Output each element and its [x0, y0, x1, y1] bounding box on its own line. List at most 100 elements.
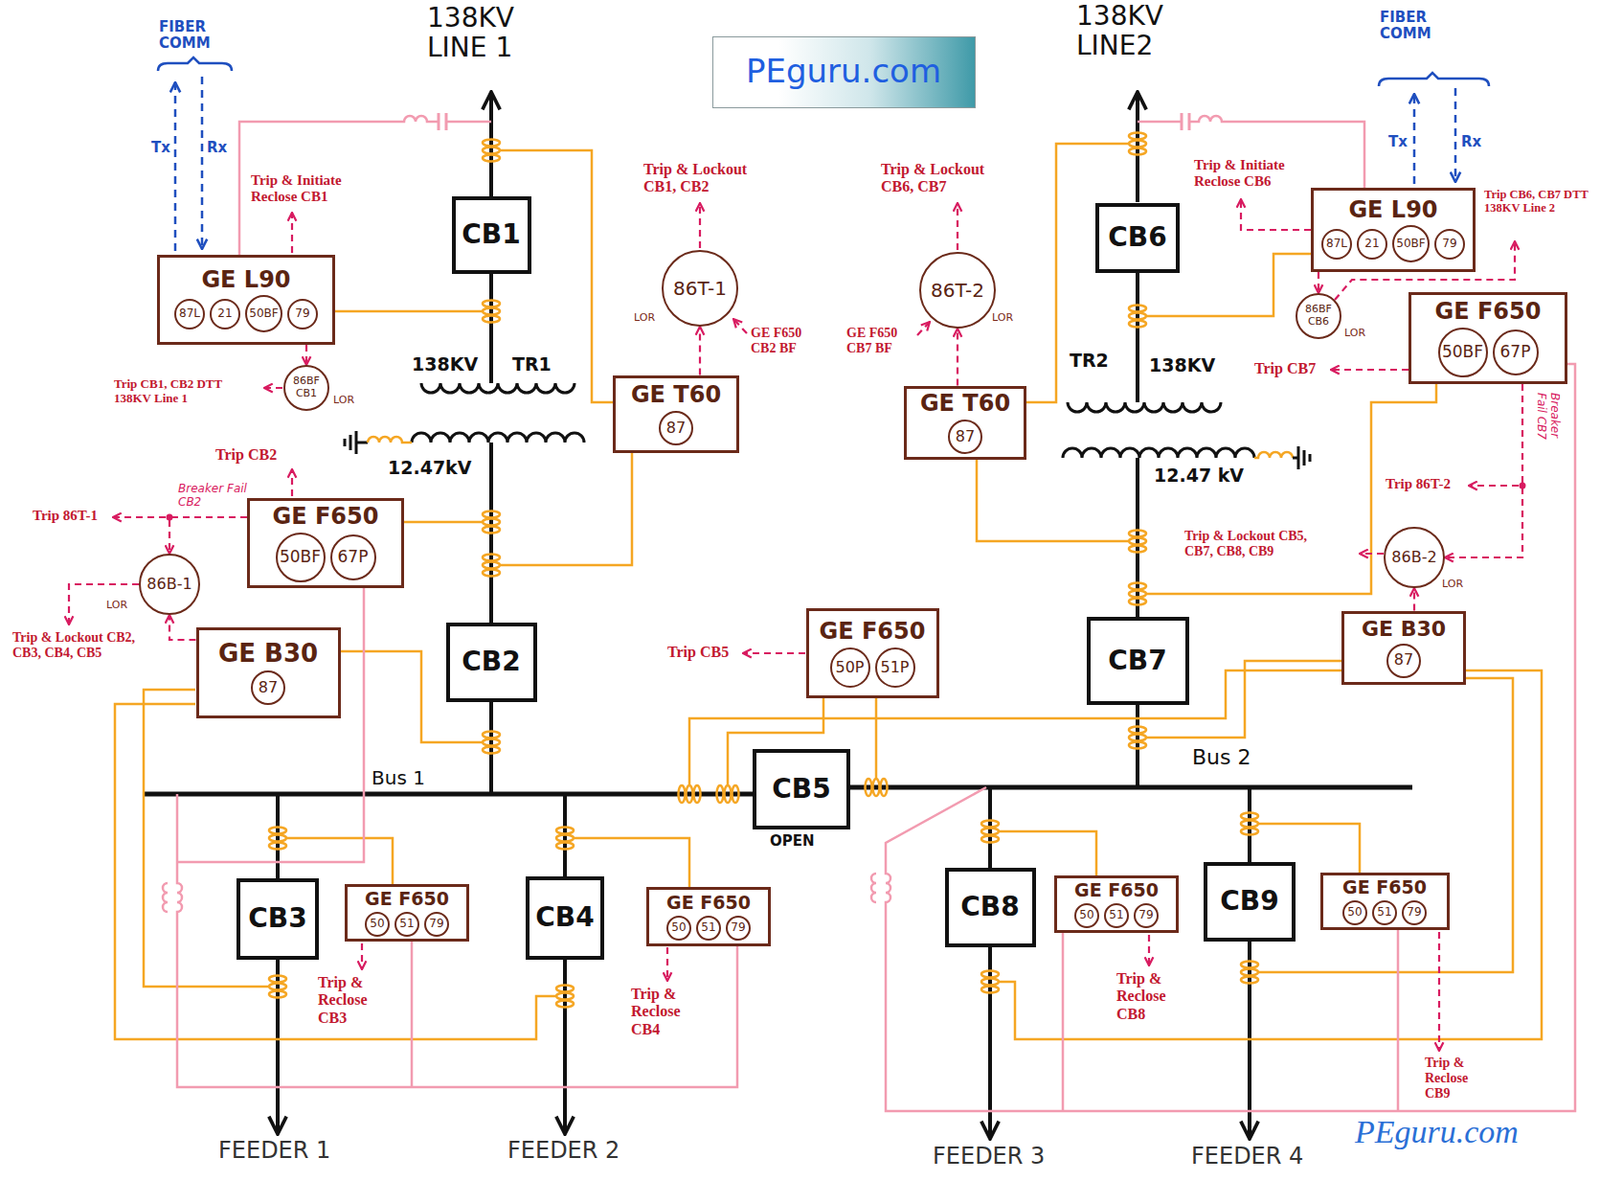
node-text: 50BF — [279, 547, 321, 567]
node-text: 51 — [399, 917, 414, 931]
current-transformer — [482, 300, 500, 323]
current-transformer — [1128, 305, 1147, 328]
fiber-tx — [174, 82, 178, 251]
trip-arrow — [360, 943, 363, 970]
current-transformer — [981, 820, 999, 843]
lor-note: LOR — [333, 394, 355, 407]
relay-function-circle: 50BF — [1392, 225, 1430, 263]
relay-function-circle: 87L — [1321, 228, 1353, 260]
relay-function-row: 50BF67P — [1438, 327, 1539, 378]
grounding-reactor — [1254, 451, 1293, 458]
brand-box: PEguru.com — [712, 36, 976, 109]
node-text: 79 — [1406, 905, 1421, 920]
trip-arrow — [917, 321, 930, 336]
trip-note: Trip & Reclose CB8 — [1116, 969, 1194, 1023]
node-text: CB8 — [960, 891, 1019, 923]
trip-signal-connector — [169, 517, 248, 554]
conductor — [1247, 787, 1252, 862]
node-text: GE F650 — [364, 888, 450, 910]
voltage-wiring — [885, 363, 1576, 1111]
relay-function-row: 505179 — [1342, 900, 1427, 925]
node-text: 79 — [730, 921, 745, 935]
trip-arrow — [68, 584, 139, 625]
relay-function-circle: 87 — [250, 670, 286, 705]
transformer-name: TR1 — [512, 354, 552, 376]
lockout-relay-circle: 86B-2 — [1383, 526, 1445, 588]
current-transformer — [1240, 812, 1259, 835]
node-text: CB4 — [535, 901, 594, 933]
node-text: CB7 — [1107, 645, 1167, 677]
brace — [1378, 72, 1489, 87]
voltage-wiring — [177, 587, 738, 1087]
potential-transformer — [871, 873, 877, 902]
node-text: 86B-2 — [1391, 548, 1437, 566]
transformer-name: TR2 — [1069, 350, 1109, 372]
relay-function-circle: 87 — [658, 410, 694, 446]
relay-function-row: 87 — [250, 670, 286, 705]
relay-function-circle: 50BF — [245, 294, 283, 333]
current-transformer — [1128, 530, 1147, 553]
coupling-capacitor — [438, 112, 447, 131]
bus-name: Bus 1 — [371, 766, 426, 789]
trip-signal-connector — [1413, 587, 1416, 611]
node-text: 87 — [666, 419, 686, 437]
current-transformer — [678, 785, 701, 803]
relay-function-circle: 50 — [364, 911, 390, 937]
relay-function-circle: 87 — [947, 419, 983, 454]
current-transformer — [717, 785, 740, 803]
node-text: 67P — [1500, 342, 1532, 362]
node-text: 79 — [428, 917, 444, 931]
ct-wiring — [1026, 143, 1128, 403]
conductor — [1135, 271, 1140, 403]
relay-function-circle: 51 — [1104, 902, 1129, 928]
node-text: CB2 — [461, 646, 520, 677]
trip-note: Trip CB1, CB2 DTT 138KV Line 1 — [113, 377, 258, 406]
fiber-rx — [1454, 88, 1458, 182]
trip-note: Trip & Reclose CB9 — [1424, 1055, 1497, 1102]
relay-function-row: 505179 — [1074, 902, 1159, 928]
lockout-relay-circle: 86B-1 — [138, 553, 201, 615]
relay-box: GE F650505179 — [1054, 875, 1179, 933]
lor-note: LOR — [1442, 578, 1464, 591]
relay-function-circle: 51 — [394, 911, 420, 937]
trip-arrow — [743, 652, 806, 654]
circuit-breaker-box: CB5 — [752, 748, 851, 830]
coupling-capacitor — [1181, 112, 1190, 131]
current-transformer — [1128, 583, 1147, 606]
current-transformer — [269, 975, 287, 998]
node-text: GE B30 — [1361, 616, 1446, 641]
relay-function-row: 50BF67P — [275, 532, 377, 583]
trip-note: GE F650 CB2 BF — [750, 325, 818, 357]
relay-box: GE F650505179 — [646, 886, 771, 947]
relay-function-row: 87L2150BF79 — [174, 294, 318, 333]
feeder-name: FEEDER 1 — [218, 1137, 331, 1165]
node-text: CB5 — [771, 773, 831, 805]
trip-signal-connector — [169, 614, 197, 640]
circuit-breaker-box: CB8 — [945, 867, 1037, 947]
node-text: GE T60 — [630, 382, 722, 409]
lockout-relay-circle: 86T-2 — [919, 251, 996, 329]
signal-label: Rx — [1461, 134, 1482, 151]
trip-arrow — [733, 318, 747, 334]
node-text: 79 — [1442, 237, 1457, 251]
current-transformer — [1128, 726, 1147, 749]
node-text: GE T60 — [920, 390, 1011, 418]
node-text: 86BF CB6 — [1302, 303, 1335, 328]
trip-note: Trip CB6, CB7 DTT 138KV Line 2 — [1484, 187, 1595, 216]
node-text: 87L — [179, 307, 201, 321]
relay-box: GE F65050BF67P — [247, 497, 405, 588]
trip-note: Trip & Initiate Reclose CB1 — [250, 172, 381, 206]
signal-label: Tx — [1388, 134, 1408, 151]
node-text: 50 — [369, 917, 384, 931]
fiber-tx — [1413, 93, 1417, 184]
trip-arrow — [1148, 934, 1150, 966]
relay-function-row: 50 51 79 — [364, 911, 450, 937]
conductor — [275, 793, 280, 879]
circuit-breaker-box: CB7 — [1086, 616, 1190, 705]
lockout-relay-circle: 86BF CB1 — [283, 364, 330, 411]
relay-function-circle: 79 — [287, 298, 318, 330]
line-name: 138KV LINE 1 — [427, 3, 552, 64]
node-text: GE L90 — [1348, 197, 1438, 225]
circuit-breaker-box: CB9 — [1203, 861, 1296, 942]
